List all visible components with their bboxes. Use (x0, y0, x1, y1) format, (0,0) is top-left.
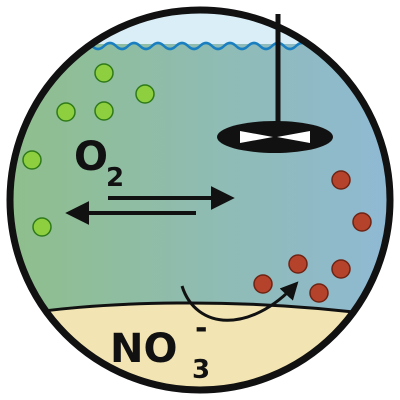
oxygen-molecule-dot (56, 102, 76, 122)
nitrate-molecule-dot (352, 212, 372, 232)
oxygen-molecule-dot (32, 217, 52, 237)
oxygen-symbol: O (74, 134, 108, 180)
oxygen-molecule-dot (94, 63, 114, 83)
nitrate-symbol: NO (110, 326, 177, 372)
nitrate-charge: - (195, 311, 207, 346)
aerator-disc (217, 121, 333, 153)
oxygen-label: O 2 (74, 134, 124, 193)
nitrate-molecule-dot (331, 170, 351, 190)
nitrate-molecule-dot (309, 283, 329, 303)
oxygen-subscript: 2 (106, 163, 124, 193)
aerator-blade-right (277, 131, 310, 143)
oxygen-molecule-dot (94, 101, 114, 121)
oxygen-molecules (22, 63, 155, 237)
nitrate-molecules (253, 170, 372, 303)
oxygen-molecule-dot (135, 84, 155, 104)
nitrate-molecule-dot (288, 254, 308, 274)
nitrate-molecule-dot (331, 259, 351, 279)
nitrate-label: NO 3 - (110, 311, 210, 385)
curved-arrow-icon (180, 281, 299, 322)
aerator-blade-left (240, 131, 273, 143)
nitrate-subscript: 3 (192, 355, 210, 385)
nitrate-molecule-dot (253, 274, 273, 294)
double-arrow-icon (65, 186, 235, 225)
oxygen-molecule-dot (22, 150, 42, 170)
diagram-border (6, 6, 394, 394)
aerator-paddle-icon (217, 14, 333, 153)
